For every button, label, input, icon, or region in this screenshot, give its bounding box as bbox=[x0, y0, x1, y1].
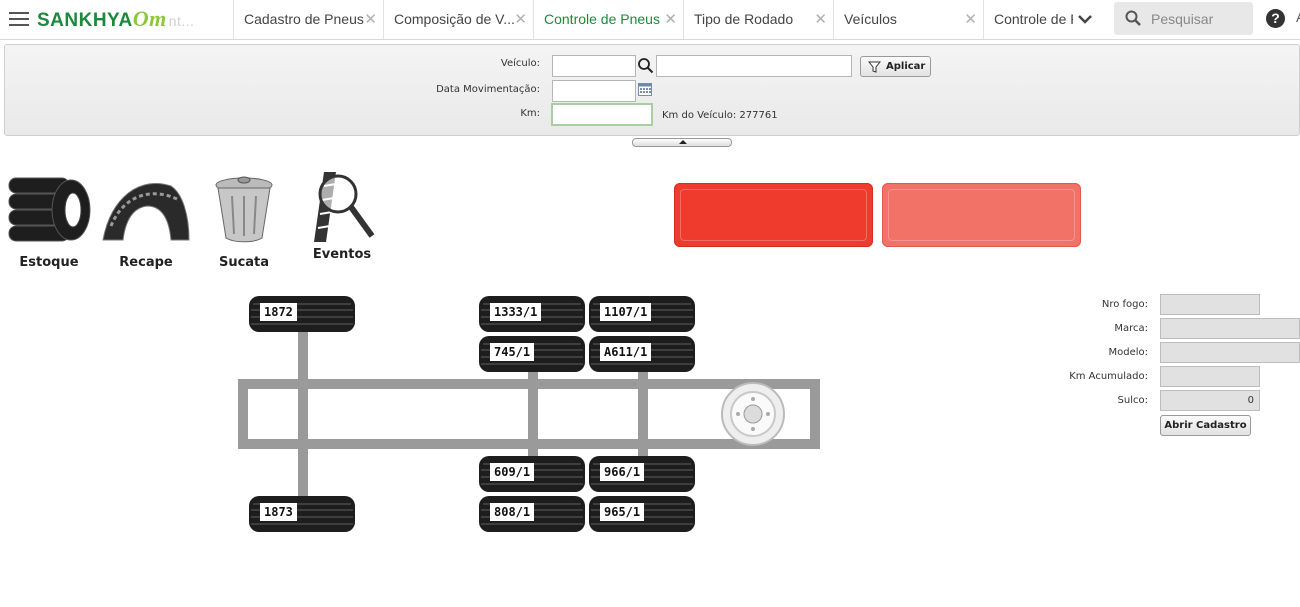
sucata-action[interactable]: Sucata bbox=[204, 176, 284, 270]
eventos-action[interactable]: Eventos bbox=[302, 168, 382, 262]
eventos-label: Eventos bbox=[312, 247, 372, 262]
calendar-icon[interactable] bbox=[638, 83, 652, 96]
tire-axle3-right-outer[interactable]: 965/1 bbox=[589, 495, 695, 533]
tab-composicao[interactable]: Composição de V...✕ bbox=[383, 0, 534, 39]
sucata-label: Sucata bbox=[218, 255, 270, 270]
km-veiculo-text: Km do Veículo: 277761 bbox=[662, 110, 778, 121]
recape-action[interactable]: Recape bbox=[100, 176, 192, 270]
nro-fogo-label: Nro fogo: bbox=[1101, 299, 1148, 310]
recape-label: Recape bbox=[119, 255, 173, 270]
faded-tab-label: nt... bbox=[168, 13, 195, 29]
tire-axle2-left-inner[interactable]: 745/1 bbox=[479, 335, 585, 373]
tire-axle2-right-outer[interactable]: 808/1 bbox=[479, 495, 585, 533]
modelo-label: Modelo: bbox=[1108, 347, 1148, 358]
veiculo-code-input[interactable] bbox=[552, 55, 636, 77]
menu-icon[interactable] bbox=[9, 12, 29, 26]
km-acumulado-field[interactable] bbox=[1160, 366, 1260, 387]
tire-stack-icon bbox=[8, 177, 91, 242]
tire-number: 1107/1 bbox=[600, 303, 652, 321]
tire-number: 1333/1 bbox=[490, 303, 542, 321]
tire-number: 609/1 bbox=[490, 463, 535, 481]
close-icon[interactable]: ✕ bbox=[814, 11, 827, 28]
tab-cadastro-de-pneus[interactable]: Cadastro de Pneus✕ bbox=[233, 0, 384, 39]
tire-axle3-right-inner[interactable]: 966/1 bbox=[589, 455, 695, 493]
km-acumulado-label: Km Acumulado: bbox=[1069, 371, 1148, 382]
km-input[interactable] bbox=[551, 103, 653, 126]
tire-axle3-left-outer[interactable]: 1107/1 bbox=[589, 295, 695, 333]
tire-number: 965/1 bbox=[600, 503, 645, 521]
sulco-label: Sulco: bbox=[1117, 395, 1148, 406]
tab-veiculos[interactable]: Veículos✕ bbox=[833, 0, 984, 39]
help-icon[interactable]: ? bbox=[1266, 9, 1285, 28]
vehicle-chassis bbox=[238, 330, 820, 500]
km-label: Km: bbox=[520, 108, 540, 119]
search-placeholder: Pesquisar bbox=[1151, 11, 1214, 27]
marca-label: Marca: bbox=[1114, 323, 1148, 334]
retread-tire-icon bbox=[102, 182, 190, 241]
tab-tipo-de-rodado[interactable]: Tipo de Rodado✕ bbox=[683, 0, 834, 39]
filter-icon bbox=[868, 61, 881, 73]
trash-can-icon bbox=[215, 176, 273, 243]
data-movimentacao-input[interactable] bbox=[552, 80, 636, 102]
tire-axle2-left-outer[interactable]: 1333/1 bbox=[479, 295, 585, 333]
search-icon[interactable] bbox=[637, 57, 654, 74]
tire-front-left[interactable]: 1872 bbox=[249, 295, 355, 333]
search-box[interactable]: Pesquisar bbox=[1114, 2, 1253, 35]
chevron-down-icon[interactable] bbox=[1076, 10, 1094, 28]
tire-number: 745/1 bbox=[490, 343, 535, 361]
collapse-panel-button[interactable] bbox=[632, 138, 732, 147]
close-icon[interactable]: ✕ bbox=[664, 11, 677, 28]
tire-axle2-right-inner[interactable]: 609/1 bbox=[479, 455, 585, 493]
search-icon bbox=[1125, 10, 1141, 26]
tire-front-right[interactable]: 1873 bbox=[249, 495, 355, 533]
tab-controle-de-pneus[interactable]: Controle de Pneus✕ bbox=[533, 0, 684, 39]
aplicar-button[interactable]: Aplicar bbox=[860, 56, 931, 77]
tire-number: A611/1 bbox=[600, 343, 652, 361]
tire-number: 1873 bbox=[260, 503, 297, 521]
modelo-field[interactable] bbox=[1160, 342, 1300, 363]
close-icon[interactable]: ✕ bbox=[514, 11, 527, 28]
spare-wheel-icon[interactable] bbox=[718, 381, 788, 447]
sulco-field[interactable]: 0 bbox=[1160, 390, 1260, 411]
tire-number: 1872 bbox=[260, 303, 297, 321]
tire-axle3-left-inner[interactable]: A611/1 bbox=[589, 335, 695, 373]
abrir-cadastro-button[interactable]: Abrir Cadastro bbox=[1160, 415, 1251, 436]
veiculo-label: Veículo: bbox=[500, 58, 540, 69]
header-cut-text: A bbox=[1296, 9, 1300, 25]
close-icon[interactable]: ✕ bbox=[964, 11, 977, 28]
tire-number: 808/1 bbox=[490, 503, 535, 521]
nro-fogo-field[interactable] bbox=[1160, 294, 1260, 315]
veiculo-description-input[interactable] bbox=[656, 55, 852, 77]
marca-field[interactable] bbox=[1160, 318, 1300, 339]
magnifier-tread-icon bbox=[314, 172, 375, 242]
license-plate-light-red[interactable] bbox=[882, 183, 1081, 247]
estoque-action[interactable]: Estoque bbox=[4, 176, 94, 270]
tab-controle-de-p[interactable]: Controle de P bbox=[983, 0, 1073, 39]
estoque-label: Estoque bbox=[19, 255, 79, 270]
tire-number: 966/1 bbox=[600, 463, 645, 481]
close-icon[interactable]: ✕ bbox=[364, 11, 377, 28]
license-plate-red[interactable] bbox=[674, 183, 873, 247]
data-movimentacao-label: Data Movimentação: bbox=[436, 84, 540, 95]
